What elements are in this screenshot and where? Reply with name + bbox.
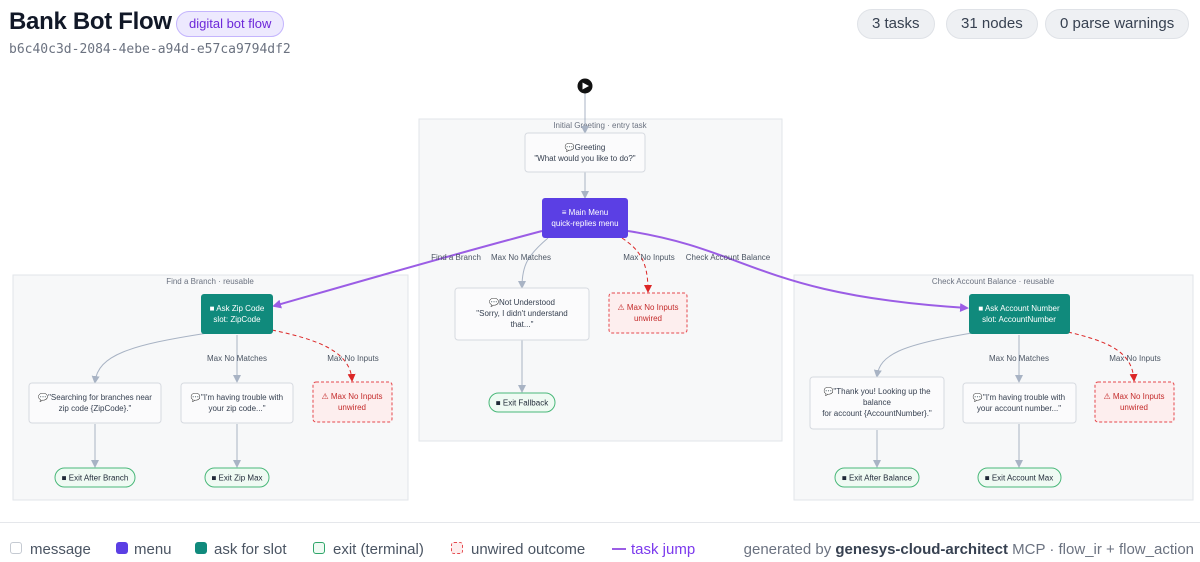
node-text: 💬"Searching for branches near xyxy=(38,392,152,402)
node-text: "Sorry, I didn't understand xyxy=(476,309,567,318)
node-title: ■ Ask Account Number xyxy=(978,304,1060,313)
tasks-count-pill: 3 tasks xyxy=(857,9,935,39)
exit-after-balance-node[interactable]: ■ Exit After Balance xyxy=(834,467,920,488)
node-title: 💬Not Understood xyxy=(489,297,555,307)
exit-account-max-node[interactable]: ■ Exit Account Max xyxy=(977,467,1062,488)
legend-unwired: unwired outcome xyxy=(471,541,586,558)
menu-swatch xyxy=(116,542,128,554)
generated-by-note: generated by genesys-cloud-architect MCP… xyxy=(744,541,1194,558)
footer-suffix: MCP · flow_ir + flow_action xyxy=(1012,541,1194,558)
page-title: Bank Bot Flow xyxy=(9,8,172,35)
thank-you-message-node[interactable]: 💬"Thank you! Looking up the balance for … xyxy=(809,376,945,430)
edge-label-max-no-matches: Max No Matches xyxy=(491,253,551,262)
node-text: for account {AccountNumber}." xyxy=(822,409,932,418)
task-label: Initial Greeting · entry task xyxy=(553,121,647,130)
node-subtitle: unwired xyxy=(1120,403,1148,412)
edge-label-max-no-inputs: Max No Inputs xyxy=(327,354,379,363)
node-title: ■ Exit Fallback xyxy=(496,399,549,408)
task-jump-swatch xyxy=(612,548,626,550)
node-subtitle: quick-replies menu xyxy=(551,219,618,228)
ask-account-number-node[interactable]: ■ Ask Account Number slot: AccountNumber xyxy=(969,294,1070,334)
ask-zip-code-node[interactable]: ■ Ask Zip Code slot: ZipCode xyxy=(201,294,273,334)
trouble-zip-message-node[interactable]: 💬"I'm having trouble with your zip code.… xyxy=(180,382,294,424)
node-text: balance xyxy=(863,398,892,407)
edge-label-max-no-inputs: Max No Inputs xyxy=(623,253,675,262)
exit-after-branch-node[interactable]: ■ Exit After Branch xyxy=(54,467,136,488)
searching-branches-message-node[interactable]: 💬"Searching for branches near zip code {… xyxy=(28,382,162,424)
flow-diagram: Initial Greeting · entry task Find a Bra… xyxy=(12,78,1194,501)
node-text: that..." xyxy=(511,320,534,329)
node-text: your zip code..." xyxy=(208,404,265,413)
unwired-swatch xyxy=(451,542,463,554)
legend-task-jump: task jump xyxy=(631,541,696,558)
node-text: 💬"I'm having trouble with xyxy=(191,392,283,402)
node-title: ⚠ Max No Inputs xyxy=(618,303,679,312)
not-understood-message-node[interactable]: 💬Not Understood "Sorry, I didn't underst… xyxy=(454,287,590,341)
flow-id: b6c40c3d-2084-4ebe-a94d-e57ca9794df2 xyxy=(9,42,291,57)
parse-warnings-pill: 0 parse warnings xyxy=(1045,9,1190,39)
node-title: ⚠ Max No Inputs xyxy=(1104,392,1165,401)
node-text: 💬"I'm having trouble with xyxy=(973,392,1065,402)
node-title: ■ Ask Zip Code xyxy=(210,304,265,313)
greeting-message-node[interactable]: 💬Greeting "What would you like to do?" xyxy=(524,132,646,173)
task-initial-greeting: Initial Greeting · entry task xyxy=(418,118,783,442)
legend-exit: exit (terminal) xyxy=(333,541,424,558)
node-text: 💬"Thank you! Looking up the xyxy=(823,386,931,396)
edges xyxy=(91,93,1023,468)
node-title: ■ Exit Account Max xyxy=(985,474,1053,483)
edge-label-find-branch: Find a Branch xyxy=(431,253,481,262)
legend-message: message xyxy=(30,541,91,558)
task-jump-edges xyxy=(272,230,969,313)
task-label: Find a Branch · reusable xyxy=(166,277,254,286)
footer-prefix: generated by xyxy=(743,541,832,558)
node-subtitle: slot: AccountNumber xyxy=(982,315,1056,324)
node-text: your account number..." xyxy=(977,404,1061,413)
unwired-outcome-node: ⚠ Max No Inputs unwired xyxy=(608,292,688,334)
task-label: Check Account Balance · reusable xyxy=(932,277,1055,286)
flow-type-badge: digital bot flow xyxy=(176,11,285,37)
node-subtitle: unwired xyxy=(634,314,662,323)
node-title: ⚠ Max No Inputs xyxy=(322,392,383,401)
node-subtitle: unwired xyxy=(338,403,366,412)
node-title: ■ Exit Zip Max xyxy=(211,474,262,483)
edge-label-max-no-matches: Max No Matches xyxy=(989,354,1049,363)
exit-zip-max-node[interactable]: ■ Exit Zip Max xyxy=(204,467,270,488)
nodes-count-pill: 31 nodes xyxy=(946,9,1038,39)
node-text: "What would you like to do?" xyxy=(534,154,635,163)
node-title: ■ Exit After Branch xyxy=(62,474,129,483)
edge-label-max-no-inputs: Max No Inputs xyxy=(1109,354,1161,363)
play-icon xyxy=(582,82,589,90)
legend-menu: menu xyxy=(134,541,172,558)
unwired-outcome-node: ⚠ Max No Inputs unwired xyxy=(1094,381,1175,423)
main-menu-node[interactable]: ≡ Main Menu quick-replies menu xyxy=(542,198,628,238)
unwired-edges xyxy=(271,237,1138,382)
slot-swatch xyxy=(195,542,207,554)
footer-tool: genesys-cloud-architect xyxy=(835,541,1008,558)
legend-slot: ask for slot xyxy=(214,541,287,558)
legend: message menu ask for slot exit (terminal… xyxy=(0,522,1200,562)
node-title: ■ Exit After Balance xyxy=(842,474,913,483)
start-node[interactable] xyxy=(577,78,593,94)
node-title: 💬Greeting xyxy=(565,142,606,152)
node-title: ≡ Main Menu xyxy=(562,208,608,217)
trouble-account-message-node[interactable]: 💬"I'm having trouble with your account n… xyxy=(962,382,1077,424)
node-subtitle: slot: ZipCode xyxy=(213,315,261,324)
unwired-outcome-node: ⚠ Max No Inputs unwired xyxy=(312,381,393,423)
edge-label-max-no-matches: Max No Matches xyxy=(207,354,267,363)
node-text: zip code {ZipCode}." xyxy=(59,404,132,413)
exit-swatch xyxy=(313,542,325,554)
edge-label-check-balance: Check Account Balance xyxy=(686,253,771,262)
exit-fallback-node[interactable]: ■ Exit Fallback xyxy=(488,392,556,413)
message-swatch xyxy=(10,542,22,554)
